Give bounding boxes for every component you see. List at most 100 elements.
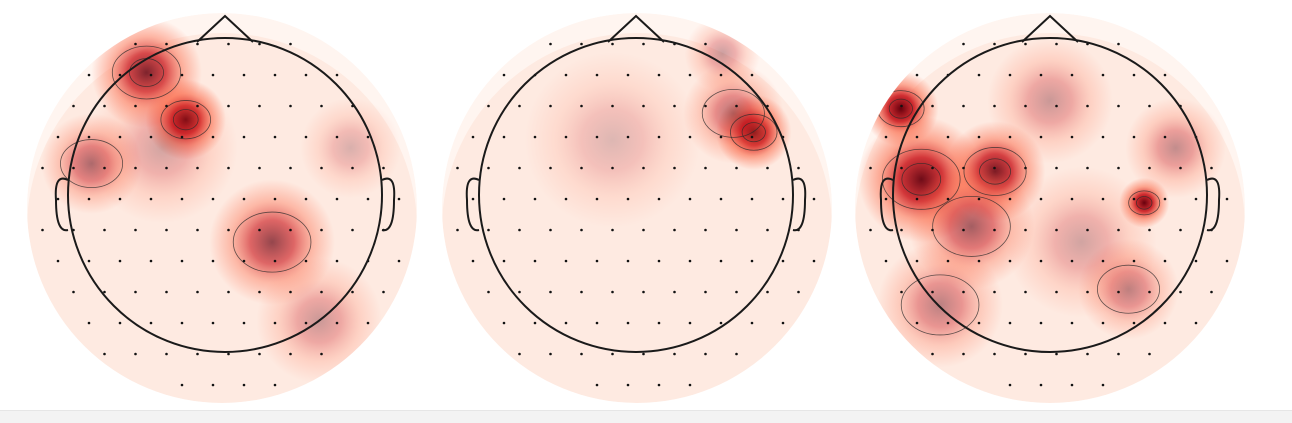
sensor-dot (1039, 321, 1043, 325)
activation-spot (684, 16, 761, 92)
activation-spot (1125, 97, 1226, 199)
sensor-dot (87, 259, 91, 263)
sensor-dot (962, 290, 965, 294)
sensor-dot (382, 290, 385, 294)
sensor-dot (1179, 228, 1182, 232)
sensor-dot (549, 104, 552, 108)
sensor-dot (642, 290, 645, 294)
sensor-dot (673, 290, 676, 294)
sensor-dot (900, 166, 903, 170)
sensor-dot (657, 135, 661, 139)
sensor-dot (533, 321, 537, 325)
sensor-dot (595, 383, 599, 387)
left-ear (879, 177, 894, 232)
sensor-dot (1148, 104, 1151, 108)
sensor-dot (273, 321, 277, 325)
head-outline (879, 14, 1221, 353)
sensor-dot (595, 135, 599, 139)
sensor-dot (1163, 197, 1167, 201)
sensor-dot (304, 197, 308, 201)
sensor-dot (134, 228, 137, 232)
sensor-dot (611, 290, 614, 294)
contour-line (901, 163, 942, 196)
sensor-dot (595, 73, 599, 77)
sensor-dot (611, 228, 614, 232)
activation-spot (86, 72, 238, 224)
sensor-dot (781, 259, 785, 263)
sensor-dot (962, 166, 965, 170)
sensor-dot (149, 321, 153, 325)
sensor-dot (242, 383, 246, 387)
right-ear (1206, 177, 1221, 232)
sensor-dot (580, 290, 583, 294)
sensor-dots (869, 42, 1229, 387)
sensor-dot (549, 290, 552, 294)
sensor-dot (704, 228, 707, 232)
sensor-dot (750, 135, 754, 139)
sensor-dot (750, 321, 754, 325)
sensor-dot (242, 321, 246, 325)
sensor-dot (118, 73, 122, 77)
sensor-dot (673, 352, 676, 356)
sensor-dot (211, 73, 215, 77)
sensor-dot (1179, 290, 1182, 294)
sensor-dot (673, 166, 676, 170)
sensor-dot (87, 321, 91, 325)
sensor-dot (335, 135, 339, 139)
sensor-dot (1039, 383, 1043, 387)
sensor-dot (564, 321, 568, 325)
sensor-dot (227, 166, 230, 170)
nose (196, 14, 254, 43)
sensor-dot (688, 383, 692, 387)
sensor-dot (1055, 42, 1058, 46)
sensor-dot (196, 166, 199, 170)
sensor-dot (227, 104, 230, 108)
sensor-dot (134, 166, 137, 170)
sensor-dot (72, 104, 75, 108)
sensor-dot (1101, 135, 1105, 139)
sensor-dot (103, 352, 106, 356)
sensor-dot (688, 321, 692, 325)
sensor-dot (993, 228, 996, 232)
topomap-1 (27, 13, 417, 403)
sensor-dot (704, 290, 707, 294)
sensor-dot (471, 197, 475, 201)
sensor-dot (134, 104, 137, 108)
sensor-dot (549, 42, 552, 46)
sensor-dot (915, 73, 919, 77)
activation-spot (877, 242, 1003, 368)
sensor-dot (273, 135, 277, 139)
sensor-dot (1117, 352, 1120, 356)
sensor-dot (1039, 73, 1043, 77)
sensor-dot (304, 259, 308, 263)
sensor-dot (993, 104, 996, 108)
sensor-dot (1055, 166, 1058, 170)
sensor-dot (931, 104, 934, 108)
sensor-dot (735, 352, 738, 356)
sensor-dot (518, 104, 521, 108)
contour-line (172, 109, 199, 131)
sensor-dot (533, 135, 537, 139)
right-ear (381, 177, 396, 232)
sensor-dot (320, 228, 323, 232)
sensor-dot (1132, 321, 1136, 325)
sensor-dot (564, 73, 568, 77)
sensor-dot (289, 228, 292, 232)
activation-field (442, 13, 832, 403)
sensor-dot (611, 104, 614, 108)
sensor-dot (766, 228, 769, 232)
sensor-dot (397, 197, 401, 201)
left-ear (465, 177, 480, 232)
sensor-dot (642, 352, 645, 356)
sensor-dot (1039, 135, 1043, 139)
sensor-dot (366, 135, 370, 139)
sensor-dot (1024, 352, 1027, 356)
sensor-dot (946, 197, 950, 201)
sensor-dot (366, 321, 370, 325)
sensor-dot (1148, 166, 1151, 170)
sensor-dot (657, 259, 661, 263)
sensor-dot (196, 42, 199, 46)
sensor-dot (211, 321, 215, 325)
sensor-dot (993, 290, 996, 294)
sensor-dot (1148, 352, 1151, 356)
